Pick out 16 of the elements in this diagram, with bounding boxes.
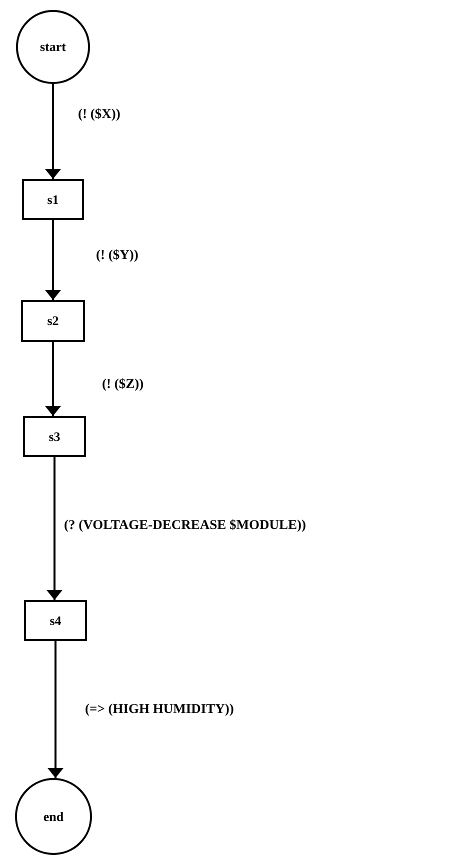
edge-label: (! ($X)) xyxy=(78,106,120,122)
arrow xyxy=(46,457,62,600)
arrow xyxy=(45,220,61,300)
state-box: s1 xyxy=(22,179,84,220)
state-box: s3 xyxy=(23,416,86,457)
arrow xyxy=(45,342,61,416)
state-circle: end xyxy=(15,778,92,855)
state-circle: start xyxy=(16,10,90,84)
edge-label: (=> (HIGH HUMIDITY)) xyxy=(85,701,234,717)
edge-label: (! ($Y)) xyxy=(96,247,138,263)
state-box: s4 xyxy=(24,600,87,641)
edge-label: (! ($Z)) xyxy=(102,376,144,392)
edge-label: (? (VOLTAGE-DECREASE $MODULE)) xyxy=(64,517,306,533)
arrow xyxy=(48,641,64,778)
state-box: s2 xyxy=(21,300,85,342)
arrow xyxy=(45,84,61,179)
